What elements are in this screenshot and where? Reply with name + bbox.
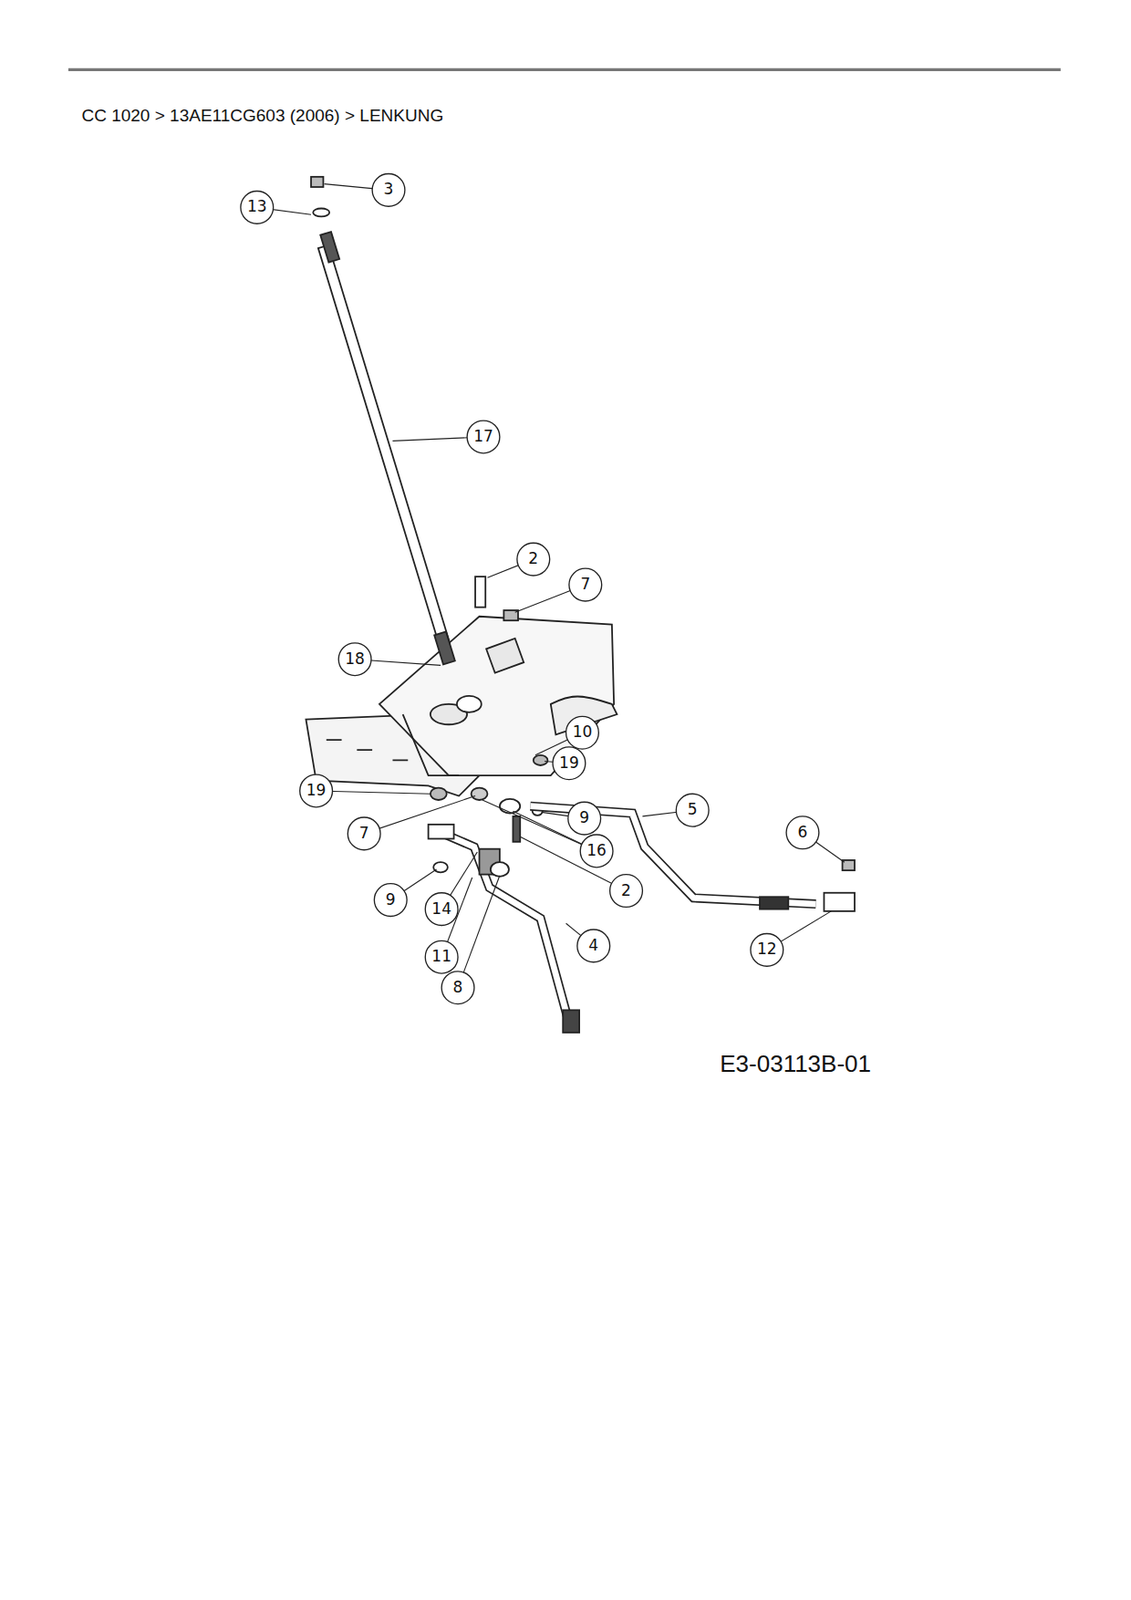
callout-number: 18 xyxy=(344,651,365,667)
callout-number: 17 xyxy=(473,428,494,445)
parts xyxy=(305,176,855,1033)
callout-number: 16 xyxy=(586,842,607,859)
callout-number: 2 xyxy=(621,882,632,899)
callout-number: 19 xyxy=(559,755,580,771)
callout-number: 4 xyxy=(588,937,599,954)
page-title: CC 1020 > 13AE11CG603 (2006) > LENKUNG xyxy=(81,106,444,125)
callout-number: 19 xyxy=(306,782,327,799)
callout-number: 7 xyxy=(580,576,591,592)
callout-number: 12 xyxy=(757,941,778,957)
top-rule xyxy=(68,68,1061,72)
callout-number: 7 xyxy=(359,825,370,841)
callout-number: 5 xyxy=(687,801,698,818)
callout-number: 14 xyxy=(431,901,452,917)
callout-number: 9 xyxy=(385,892,396,908)
callout-number: 10 xyxy=(572,724,593,740)
callout-number: 2 xyxy=(528,550,539,567)
drawing-code: E3-03113B-01 xyxy=(719,1051,872,1076)
callout-number: 6 xyxy=(798,824,809,841)
callout-number: 3 xyxy=(383,181,395,198)
callout-number: 13 xyxy=(247,198,268,215)
callout-number: 11 xyxy=(431,948,452,965)
callout-circles xyxy=(240,173,820,1004)
callout-number: 8 xyxy=(453,979,464,996)
leader-lines xyxy=(257,184,845,988)
callout-number: 9 xyxy=(579,809,590,826)
